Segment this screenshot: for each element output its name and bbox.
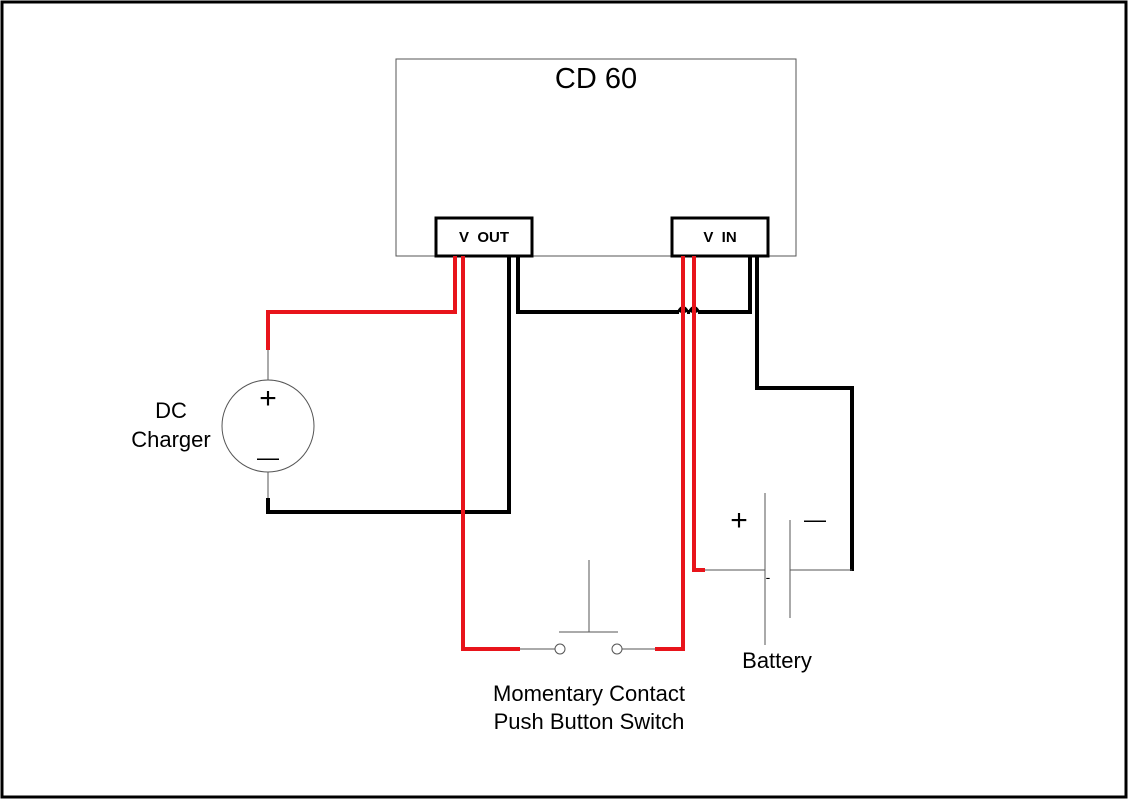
terminal-v-in <box>670 216 770 258</box>
charger-label-line1: DC <box>155 398 187 423</box>
wire-battery-negative <box>755 256 854 571</box>
charger-circle <box>221 379 315 473</box>
battery-plus-symbol: + <box>730 504 748 537</box>
charger-label-line2: Charger <box>131 427 210 452</box>
switch-label-line1: Momentary Contact <box>493 681 685 706</box>
wire-switch-left <box>461 256 520 651</box>
wire-battery-positive <box>692 256 705 572</box>
switch-contact-left <box>554 643 566 655</box>
cd60-device: CD 60 V OUT V IN <box>395 58 797 258</box>
terminal-v-out <box>434 216 534 258</box>
push-button-switch <box>520 560 655 655</box>
battery-polarity-mark: - <box>766 569 771 585</box>
terminal-v-in-label: V IN <box>703 229 736 246</box>
battery-minus-symbol: — <box>804 507 826 532</box>
switch-contact-right <box>611 643 623 655</box>
wire-vout-vin-link <box>516 256 679 314</box>
device-title: CD 60 <box>555 63 637 95</box>
terminal-v-out-label: V OUT <box>459 229 509 246</box>
wire-charger-positive <box>266 256 457 350</box>
charger-minus-symbol: — <box>257 445 279 470</box>
switch-label-line2: Push Button Switch <box>494 709 685 734</box>
positive-wires <box>266 256 705 651</box>
wire-switch-right <box>655 256 685 651</box>
dc-charger: + — DC Charger <box>131 350 315 498</box>
battery-label: Battery <box>742 648 812 673</box>
battery <box>705 493 852 645</box>
wire-link-end <box>698 256 752 314</box>
charger-plus-symbol: + <box>259 382 277 415</box>
wire-charger-negative <box>266 256 511 514</box>
